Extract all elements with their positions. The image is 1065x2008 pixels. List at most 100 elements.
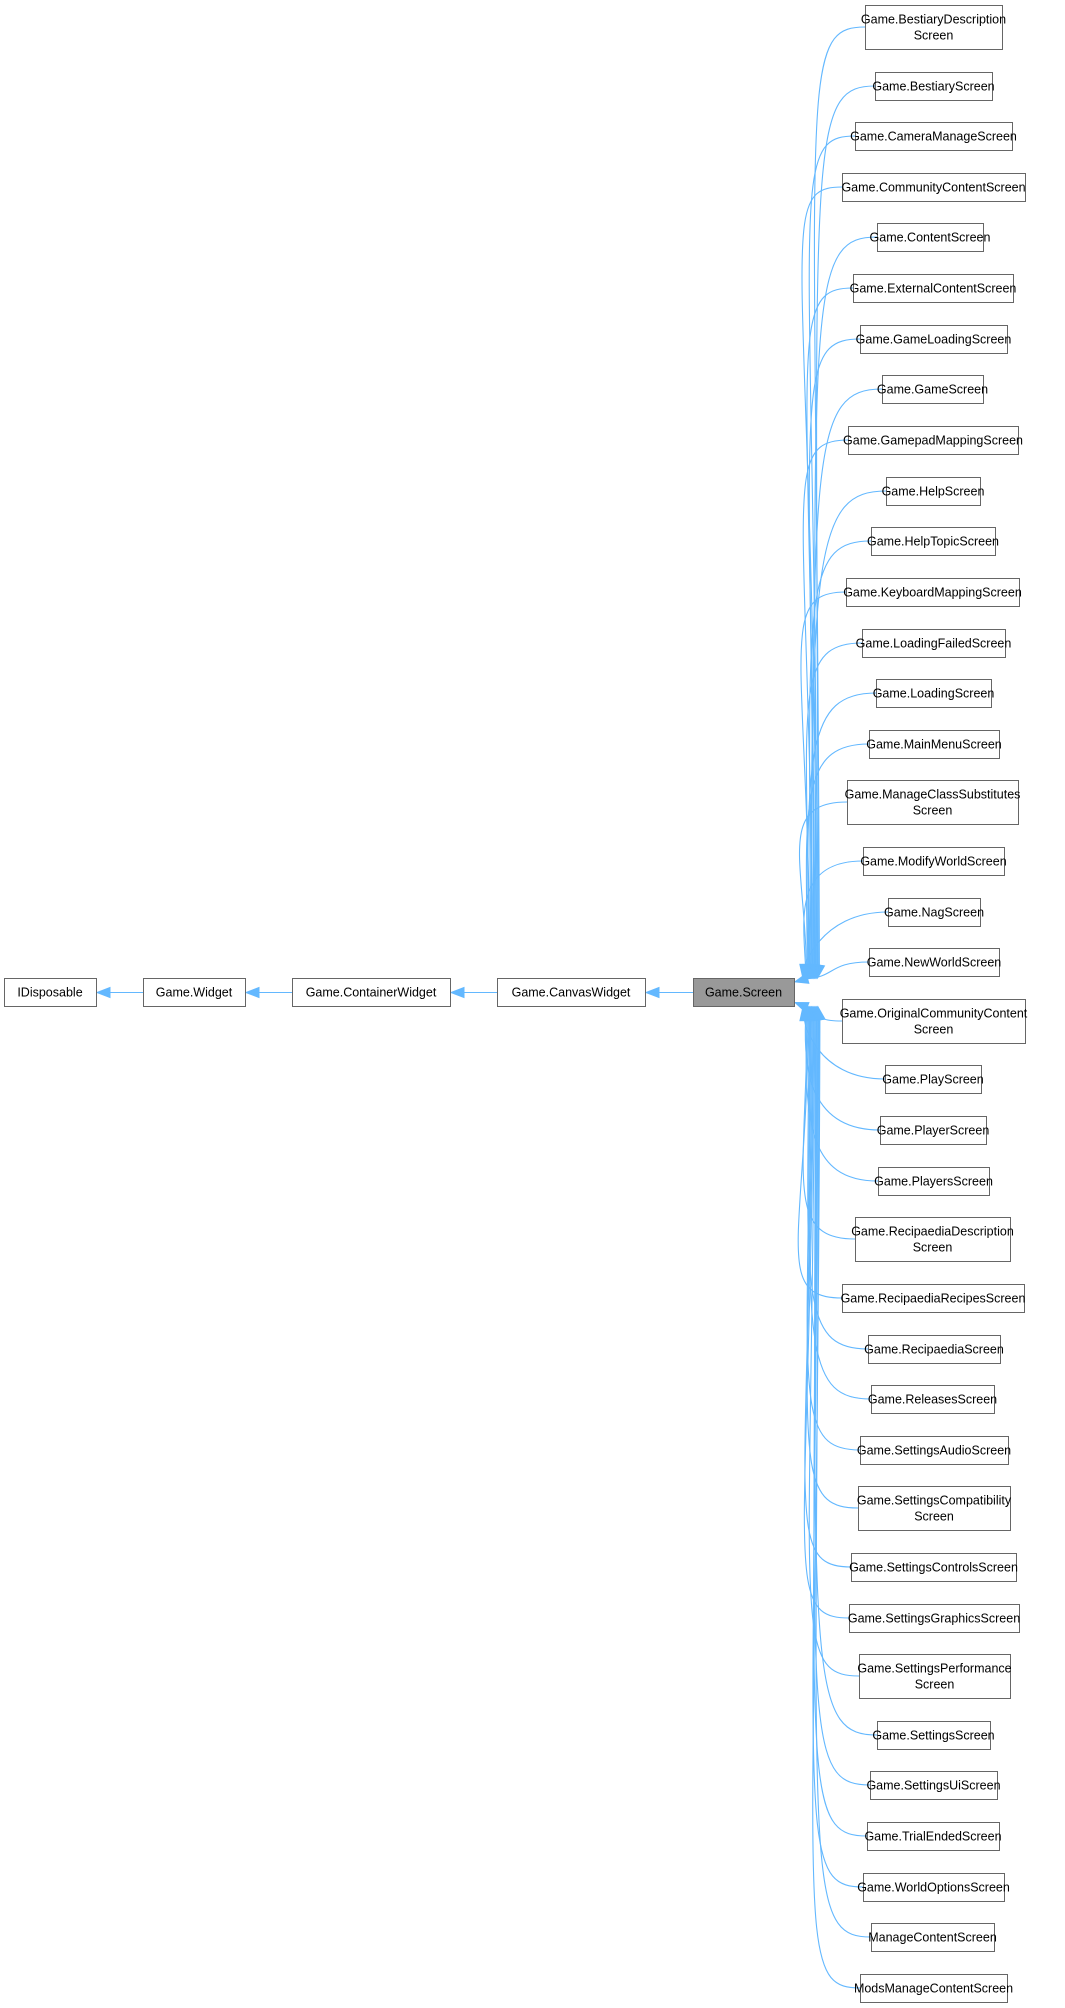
node-helptopicscreen-label-1: Game.HelpTopicScreen <box>867 534 999 548</box>
edge-bestiaryscreen-to-screen <box>815 85 876 967</box>
node-playerscreen[interactable]: Game.PlayerScreen <box>877 1116 990 1145</box>
node-settingsgraphicsscreen-label-1: Game.SettingsGraphicsScreen <box>848 1611 1020 1625</box>
node-mainmenuscreen-box[interactable] <box>869 730 1000 759</box>
node-managecontentscreen[interactable]: ManageContentScreen <box>868 1923 997 1952</box>
node-trialendedscreen[interactable]: Game.TrialEndedScreen <box>864 1822 1002 1851</box>
node-recipaediadescriptionscreen-box[interactable] <box>855 1217 1011 1262</box>
node-settingsgraphicsscreen-box[interactable] <box>849 1604 1020 1633</box>
node-recipaediascreen[interactable]: Game.RecipaediaScreen <box>864 1335 1004 1364</box>
node-communitycontentscreen-box[interactable] <box>842 173 1026 202</box>
node-screen-box[interactable] <box>693 978 795 1007</box>
node-settingsperformancescreen-box[interactable] <box>859 1654 1011 1699</box>
node-bestiaryscreen-box[interactable] <box>875 72 993 101</box>
node-helpscreen[interactable]: Game.HelpScreen <box>882 477 985 506</box>
node-widget-box[interactable] <box>143 978 246 1007</box>
node-loadingfailedscreen[interactable]: Game.LoadingFailedScreen <box>856 629 1012 658</box>
node-releasesscreen[interactable]: Game.ReleasesScreen <box>868 1385 997 1414</box>
node-playersscreen-box[interactable] <box>878 1167 990 1196</box>
node-releasesscreen-label-1: Game.ReleasesScreen <box>868 1392 997 1406</box>
node-externalcontentscreen[interactable]: Game.ExternalContentScreen <box>850 274 1017 303</box>
arrow-widget <box>244 986 260 999</box>
node-settingsscreen[interactable]: Game.SettingsScreen <box>872 1721 995 1750</box>
node-worldoptionsscreen[interactable]: Game.WorldOptionsScreen <box>857 1873 1010 1902</box>
node-cameramanagescreen-box[interactable] <box>855 122 1013 151</box>
node-gamescreen[interactable]: Game.GameScreen <box>877 375 988 404</box>
node-contentscreen-box[interactable] <box>877 223 984 252</box>
node-modifyworldscreen-box[interactable] <box>863 847 1005 876</box>
node-gameloadingscreen-box[interactable] <box>860 325 1008 354</box>
node-settingsuiscreen-box[interactable] <box>870 1771 998 1800</box>
node-trialendedscreen-box[interactable] <box>867 1822 1000 1851</box>
node-loadingscreen[interactable]: Game.LoadingScreen <box>873 679 995 708</box>
node-settingsperformancescreen-label-2: Screen <box>915 1677 955 1691</box>
arrow-newworldscreen <box>793 972 810 984</box>
node-playscreen[interactable]: Game.PlayScreen <box>882 1065 984 1094</box>
node-recipaediarecipesscreen-box[interactable] <box>842 1284 1025 1313</box>
node-managecontentscreen-box[interactable] <box>871 1923 995 1952</box>
node-helptopicscreen[interactable]: Game.HelpTopicScreen <box>867 527 999 556</box>
node-gamepadmappingscreen[interactable]: Game.GamepadMappingScreen <box>843 426 1023 455</box>
node-mainmenuscreen[interactable]: Game.MainMenuScreen <box>866 730 1002 759</box>
node-containerwidget[interactable]: Game.ContainerWidget <box>292 978 451 1007</box>
node-helptopicscreen-box[interactable] <box>871 527 996 556</box>
node-idisposable[interactable]: IDisposable <box>4 978 97 1007</box>
node-newworldscreen[interactable]: Game.NewWorldScreen <box>867 948 1002 977</box>
node-screen[interactable]: Game.Screen <box>693 978 795 1007</box>
arrow-containerwidget <box>449 986 465 999</box>
node-keyboardmappingscreen[interactable]: Game.KeyboardMappingScreen <box>843 578 1022 607</box>
node-modifyworldscreen[interactable]: Game.ModifyWorldScreen <box>860 847 1007 876</box>
node-bestiarydescriptionscreen-label-2: Screen <box>914 28 954 42</box>
node-externalcontentscreen-box[interactable] <box>853 274 1014 303</box>
node-nagscreen[interactable]: Game.NagScreen <box>884 898 984 927</box>
node-settingsscreen-box[interactable] <box>877 1721 991 1750</box>
node-playerscreen-box[interactable] <box>880 1116 987 1145</box>
node-containerwidget-box[interactable] <box>292 978 451 1007</box>
node-bestiarydescriptionscreen-box[interactable] <box>865 5 1003 50</box>
node-settingscontrolsscreen[interactable]: Game.SettingsControlsScreen <box>849 1553 1018 1582</box>
node-communitycontentscreen[interactable]: Game.CommunityContentScreen <box>841 173 1026 202</box>
node-gameloadingscreen[interactable]: Game.GameLoadingScreen <box>856 325 1012 354</box>
node-canvaswidget-box[interactable] <box>497 978 646 1007</box>
node-settingsaudioscreen-box[interactable] <box>860 1436 1009 1465</box>
node-worldoptionsscreen-box[interactable] <box>863 1873 1005 1902</box>
edges-layer <box>95 26 889 1989</box>
node-playscreen-box[interactable] <box>885 1065 982 1094</box>
node-newworldscreen-box[interactable] <box>869 948 1000 977</box>
node-originalcommunitycontentscreen-box[interactable] <box>842 999 1026 1044</box>
node-communitycontentscreen-label-1: Game.CommunityContentScreen <box>841 180 1025 194</box>
node-helpscreen-box[interactable] <box>886 477 981 506</box>
node-keyboardmappingscreen-box[interactable] <box>846 578 1020 607</box>
node-modsmanagecontentscreen[interactable]: ModsManageContentScreen <box>854 1974 1013 2003</box>
node-loadingfailedscreen-box[interactable] <box>862 629 1006 658</box>
node-gamescreen-box[interactable] <box>882 375 984 404</box>
node-bestiaryscreen[interactable]: Game.BestiaryScreen <box>872 72 995 101</box>
node-settingsaudioscreen[interactable]: Game.SettingsAudioScreen <box>857 1436 1011 1465</box>
node-contentscreen[interactable]: Game.ContentScreen <box>870 223 991 252</box>
node-recipaediascreen-box[interactable] <box>868 1335 1001 1364</box>
node-idisposable-box[interactable] <box>4 978 97 1007</box>
node-manageclasssubstitutesscreen-box[interactable] <box>847 780 1019 825</box>
node-settingscontrolsscreen-box[interactable] <box>851 1553 1017 1582</box>
node-canvaswidget[interactable]: Game.CanvasWidget <box>497 978 646 1007</box>
node-settingsgraphicsscreen[interactable]: Game.SettingsGraphicsScreen <box>848 1604 1020 1633</box>
node-settingsuiscreen[interactable]: Game.SettingsUiScreen <box>866 1771 1001 1800</box>
node-loadingscreen-box[interactable] <box>876 679 992 708</box>
node-modsmanagecontentscreen-box[interactable] <box>860 1974 1008 2003</box>
node-gamepadmappingscreen-box[interactable] <box>848 426 1019 455</box>
node-recipaediascreen-label-1: Game.RecipaediaScreen <box>864 1342 1004 1356</box>
node-widget[interactable]: Game.Widget <box>143 978 246 1007</box>
node-cameramanagescreen[interactable]: Game.CameraManageScreen <box>850 122 1017 151</box>
node-recipaediarecipesscreen[interactable]: Game.RecipaediaRecipesScreen <box>841 1284 1026 1313</box>
node-nagscreen-box[interactable] <box>888 898 981 927</box>
node-releasesscreen-box[interactable] <box>871 1385 995 1414</box>
node-settingscompatibilityscreen-box[interactable] <box>858 1486 1011 1531</box>
node-bestiarydescriptionscreen-label-1: Game.BestiaryDescription <box>861 12 1006 26</box>
node-playersscreen[interactable]: Game.PlayersScreen <box>874 1167 993 1196</box>
